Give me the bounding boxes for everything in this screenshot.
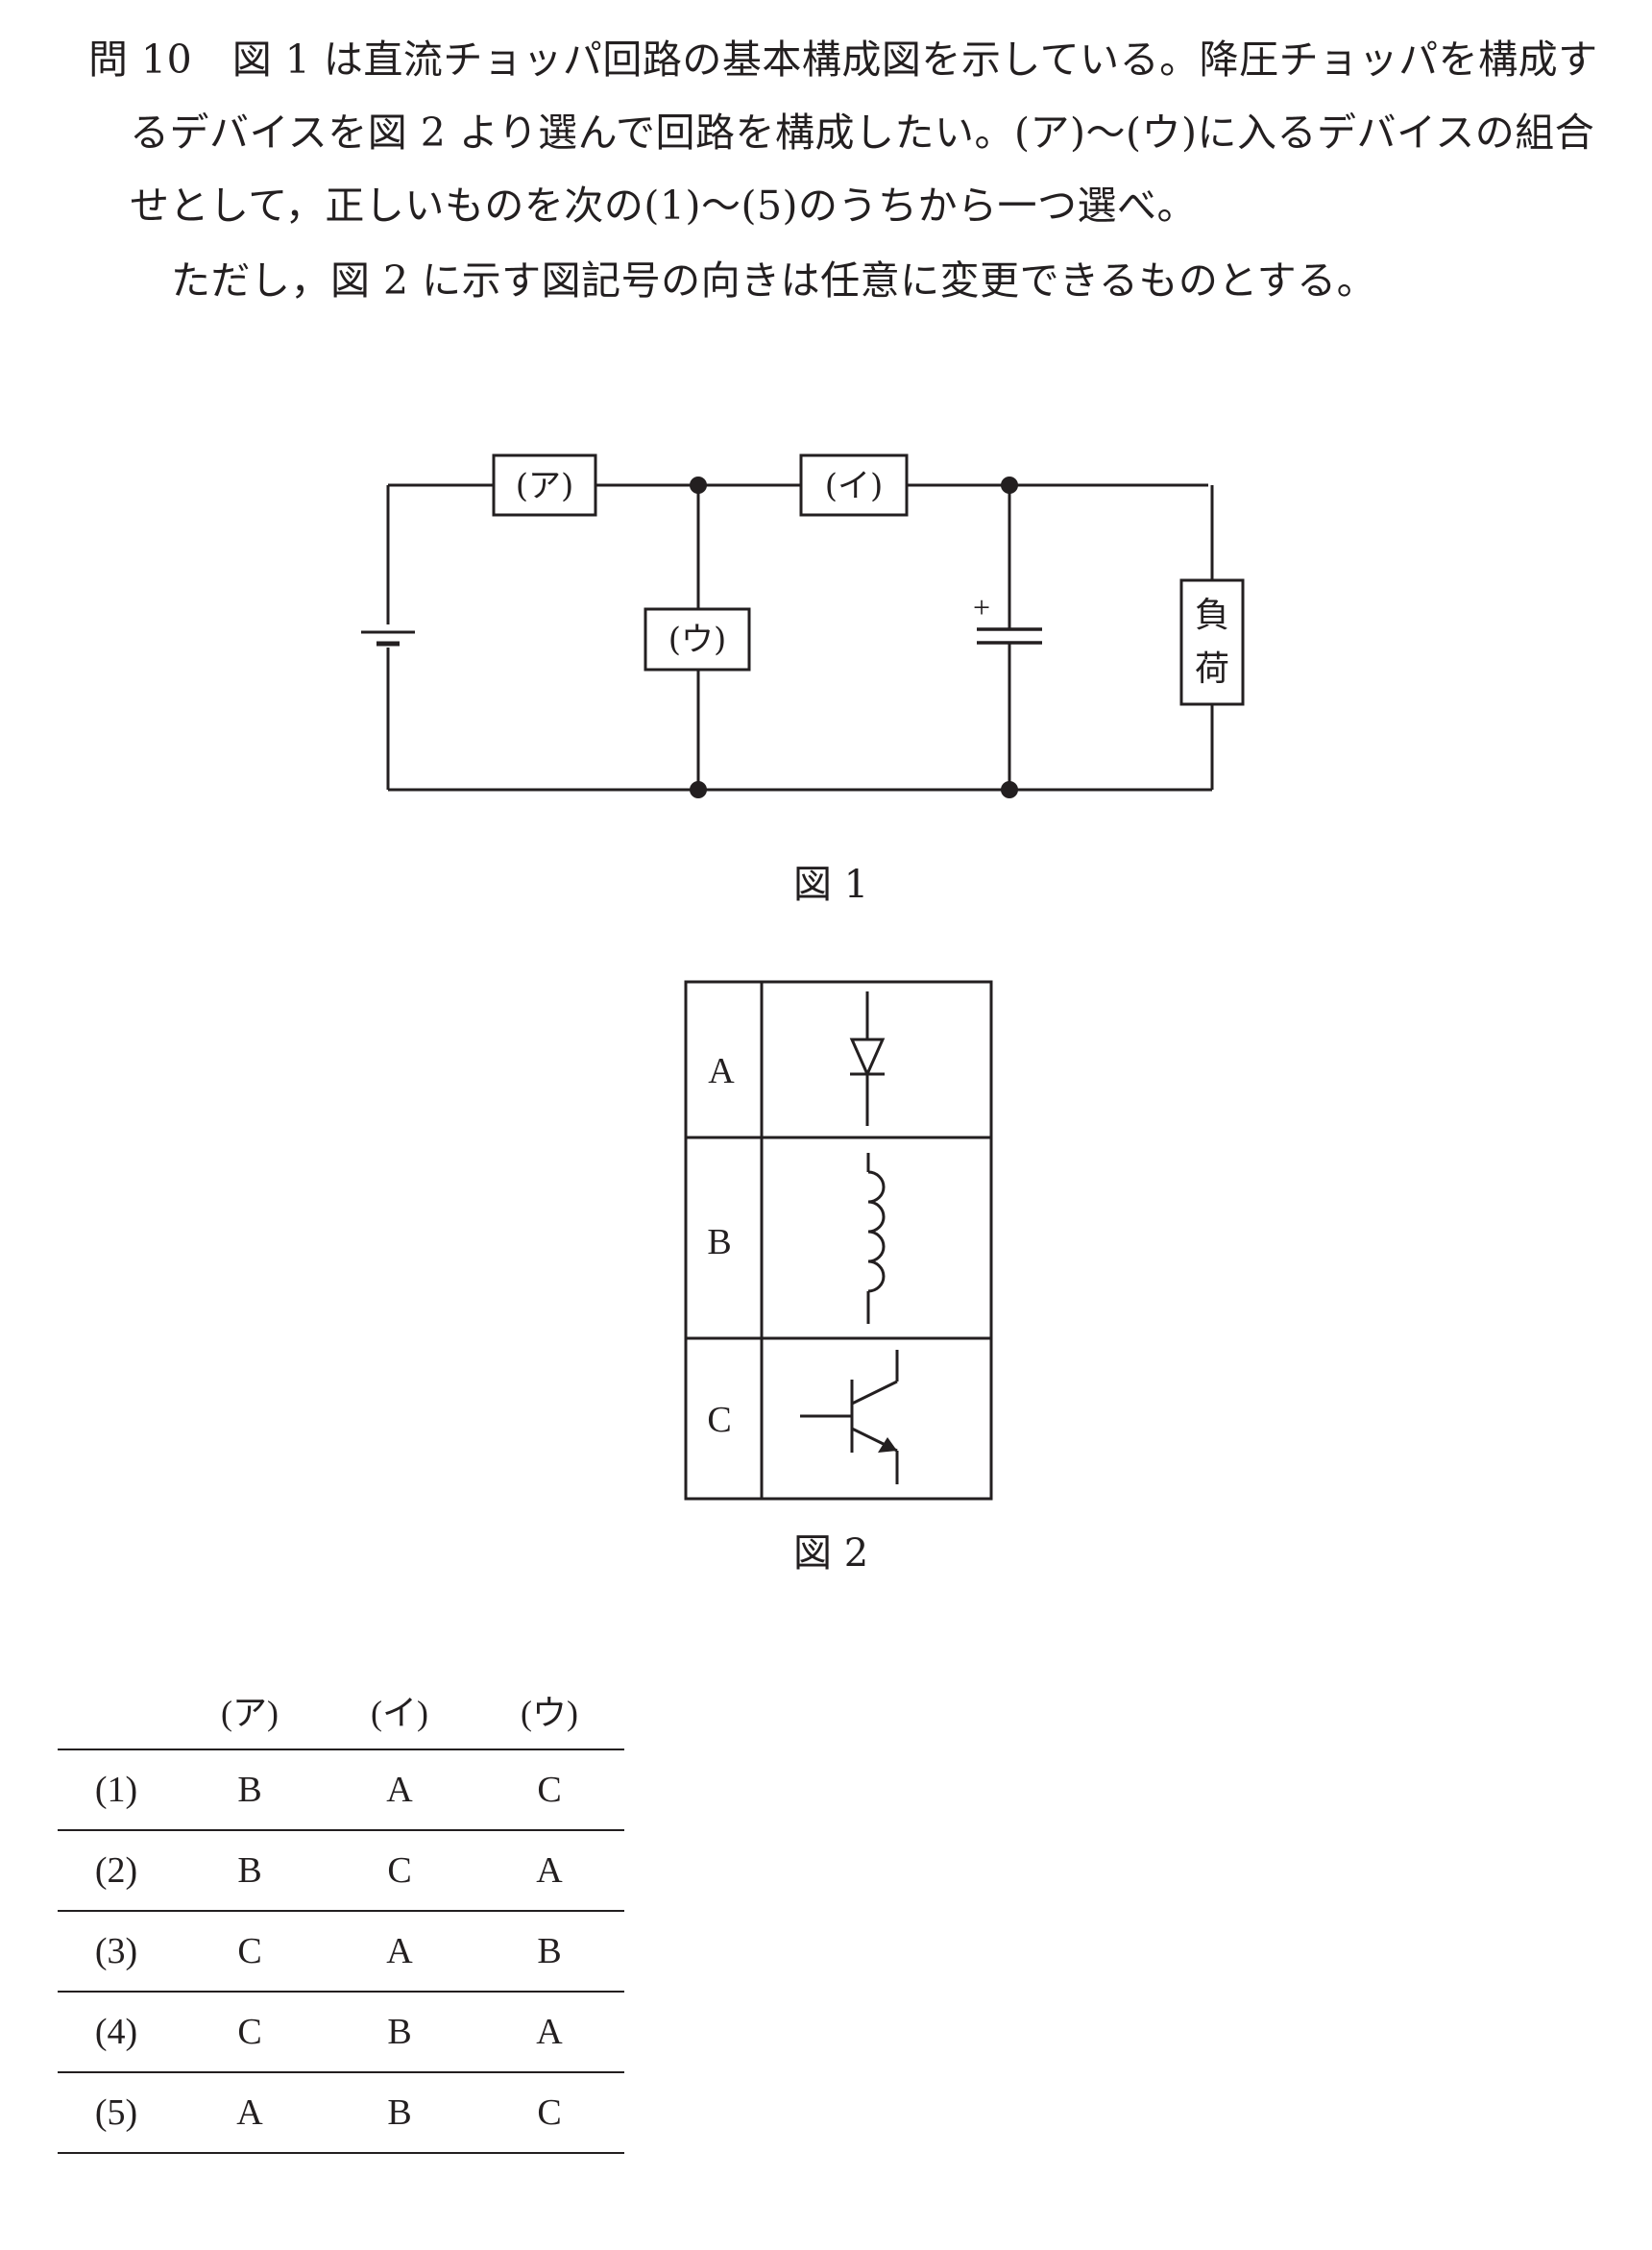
- load-label-2: 荷: [1195, 649, 1229, 689]
- answer-cell: B: [474, 1911, 624, 1993]
- answer-cell: A: [474, 1830, 624, 1912]
- question-line-1: 問 10 図 1 は直流チョッパ回路の基本構成図を示している。降圧チョッパを構成…: [88, 37, 1598, 83]
- option-number: (1): [58, 1749, 175, 1831]
- answer-cell: A: [474, 1992, 624, 2073]
- transistor-emitter-arrow: [878, 1437, 897, 1453]
- answer-cell: A: [325, 1911, 474, 1993]
- inductor-icon: [866, 1153, 886, 1324]
- diode-icon: [849, 991, 886, 1126]
- capacitor-plus-label: +: [973, 590, 990, 624]
- device-label-c: C: [707, 1400, 731, 1440]
- load-box: [1179, 578, 1245, 706]
- answer-cell: C: [474, 1749, 624, 1831]
- answer-cell: B: [325, 2072, 474, 2154]
- junction-dot: [1001, 477, 1018, 494]
- answer-row[interactable]: (2) B C A: [58, 1830, 624, 1912]
- transistor-icon: [800, 1350, 899, 1484]
- device-box-a-label: (ア): [516, 467, 574, 505]
- figure-1-caption: 図 1: [793, 863, 869, 907]
- junction-dot: [690, 477, 707, 494]
- header-cell: [58, 1672, 175, 1750]
- answer-row[interactable]: (5) A B C: [58, 2072, 624, 2154]
- device-box-a: [492, 453, 597, 517]
- option-number: (5): [58, 2072, 175, 2154]
- option-number: (4): [58, 1992, 175, 2073]
- question-line-4: ただし，図 2 に示す図記号の向きは任意に変更できるものとする。: [171, 257, 1377, 304]
- junction-dot: [1001, 781, 1018, 798]
- device-box-i: [799, 453, 909, 517]
- device-box-u-label: (ウ): [668, 621, 727, 659]
- question-line-2: るデバイスを図 2 より選んで回路を構成したい。(ア)〜(ウ)に入るデバイスの組…: [130, 110, 1595, 156]
- answer-cell: B: [175, 1749, 325, 1831]
- device-label-b: B: [707, 1222, 731, 1262]
- answer-cell: C: [325, 1830, 474, 1912]
- junction-dot: [690, 781, 707, 798]
- device-label-a: A: [708, 1051, 735, 1091]
- answer-cell: B: [325, 1992, 474, 2073]
- answer-cell: C: [474, 2072, 624, 2154]
- answer-cell: B: [175, 1830, 325, 1912]
- option-number: (2): [58, 1830, 175, 1912]
- question-line-3: せとして，正しいものを次の(1)〜(5)のうちから一つ選べ。: [130, 183, 1198, 229]
- answer-cell: A: [325, 1749, 474, 1831]
- figure-2-device-table: [684, 980, 993, 1501]
- header-cell-i: (イ): [325, 1672, 474, 1750]
- answer-table-header: (ア) (イ) (ウ): [58, 1672, 624, 1750]
- header-cell-u: (ウ): [474, 1672, 624, 1750]
- answer-row[interactable]: (1) B A C: [58, 1749, 624, 1831]
- header-cell-a: (ア): [175, 1672, 325, 1750]
- answer-cell: C: [175, 1992, 325, 2073]
- answer-choices-table: (ア) (イ) (ウ) (1) B A C (2) B C A (3) C A …: [58, 1672, 624, 2154]
- answer-cell: C: [175, 1911, 325, 1993]
- device-box-i-label: (イ): [825, 467, 884, 505]
- answer-row[interactable]: (3) C A B: [58, 1911, 624, 1993]
- load-label-1: 負: [1195, 596, 1229, 635]
- answer-row[interactable]: (4) C B A: [58, 1992, 624, 2073]
- figure-2-caption: 図 2: [793, 1531, 869, 1576]
- device-box-u: [644, 607, 751, 672]
- option-number: (3): [58, 1911, 175, 1993]
- answer-cell: A: [175, 2072, 325, 2154]
